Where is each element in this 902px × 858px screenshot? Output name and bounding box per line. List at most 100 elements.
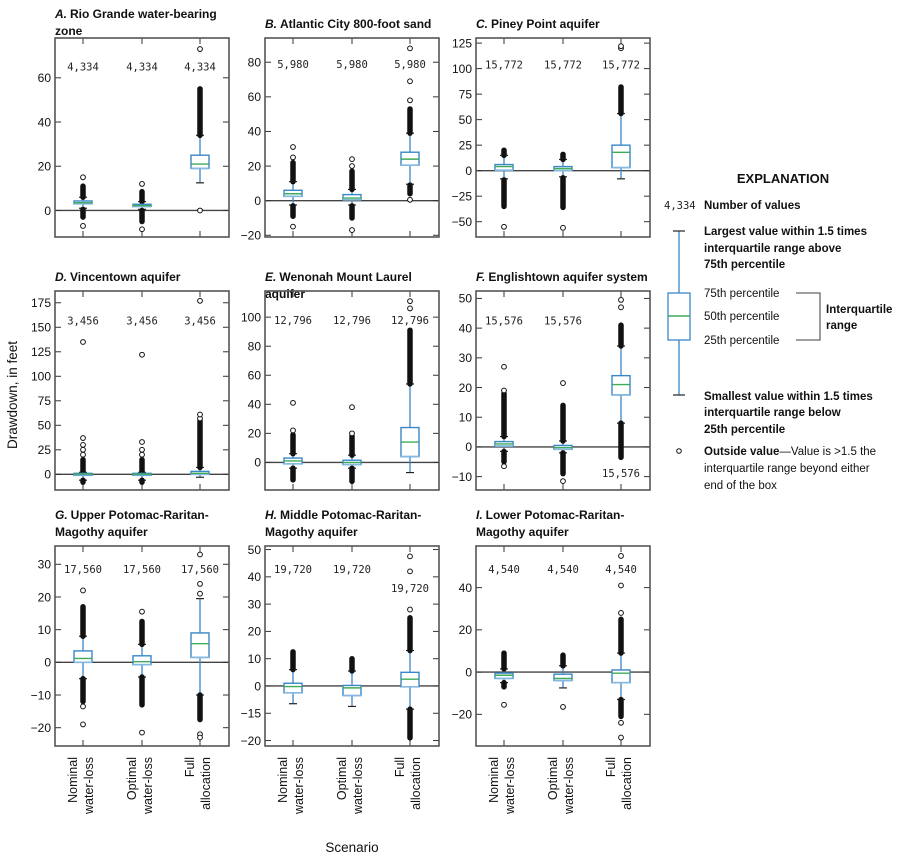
- outlier-point: [80, 174, 86, 181]
- y-tick-label: 100: [31, 370, 51, 384]
- outlier-point: [197, 581, 203, 587]
- box-0: 15,772: [485, 60, 523, 230]
- legend-outside-bold: Outside value: [704, 446, 779, 458]
- count-label: 5,980: [394, 59, 426, 71]
- legend-outlier-icon: [676, 448, 682, 454]
- y-tick-label: 0: [465, 164, 472, 178]
- outlier-point: [80, 721, 86, 728]
- count-label: 17,560: [123, 564, 161, 576]
- y-tick-label: 80: [248, 339, 262, 353]
- panel-letter: I.: [476, 508, 483, 522]
- y-tick-label: −25: [452, 189, 473, 203]
- panel-d: D.Vincentown aquifer02550751001251501753…: [31, 270, 230, 491]
- y-tick-label: 60: [38, 71, 52, 85]
- panel-title-text: Englishtown aquifer system: [488, 270, 647, 284]
- panel-title-text: Atlantic City 800-foot sand: [280, 17, 431, 31]
- legend-upper-2: interquartile range above: [704, 243, 841, 255]
- plot-frame: [54, 545, 230, 747]
- x-category-label: Nominal: [276, 757, 290, 803]
- y-tick-label: 25: [38, 443, 52, 457]
- outlier-point: [501, 463, 507, 470]
- count-label: 3,456: [67, 315, 99, 327]
- count-label: 15,576: [602, 468, 640, 480]
- outlier-point: [80, 223, 86, 229]
- panel-g: G.Upper Potomac-Raritan-Magothy aquifer−…: [31, 508, 230, 747]
- outlier-point: [407, 97, 413, 104]
- count-label: 17,560: [64, 564, 102, 576]
- count-label: 4,540: [488, 564, 520, 576]
- legend-p75: 75th percentile: [704, 288, 779, 300]
- outlier-point: [290, 399, 296, 406]
- outlier-point: [501, 363, 507, 370]
- panel-title: zone: [55, 24, 83, 38]
- legend-upper-3: 75th percentile: [704, 259, 785, 271]
- count-label: 15,576: [544, 316, 582, 328]
- count-label: 17,560: [181, 564, 219, 576]
- outlier-point: [139, 729, 145, 736]
- y-tick-label: −20: [31, 721, 52, 735]
- y-tick-label: 20: [38, 590, 52, 604]
- plot-frame: [475, 290, 651, 491]
- y-tick-label: −50: [452, 215, 473, 229]
- y-tick-label: 20: [248, 159, 262, 173]
- y-tick-label: 60: [248, 90, 262, 104]
- outlier-point: [80, 703, 86, 710]
- iqr-box: [342, 684, 362, 697]
- y-tick-label: 150: [31, 321, 51, 335]
- count-label: 19,720: [333, 564, 371, 576]
- y-tick-label: 20: [459, 623, 473, 637]
- outlier-point: [197, 207, 203, 214]
- y-tick-label: 0: [44, 204, 51, 218]
- panel-letter: B.: [265, 17, 277, 31]
- y-tick-label: 40: [248, 398, 262, 412]
- panel-letter: H.: [265, 508, 277, 522]
- panel-title: A.Rio Grande water-bearing: [54, 7, 217, 21]
- outlier-point: [197, 411, 203, 418]
- outlier-point: [618, 304, 624, 311]
- count-label: 12,796: [333, 315, 371, 327]
- x-category-label: Full: [183, 757, 197, 777]
- outlier-point: [139, 446, 145, 453]
- outlier-point: [197, 297, 203, 304]
- outlier-point: [407, 305, 413, 312]
- outlier-point: [80, 451, 86, 458]
- box-0: 4,540: [488, 564, 520, 708]
- count-label: 15,772: [485, 60, 523, 72]
- count-label: 15,772: [544, 60, 582, 72]
- panel-title: aquifer: [265, 287, 305, 301]
- iqr-box: [132, 655, 152, 666]
- outlier-point: [139, 226, 145, 233]
- y-tick-label: 60: [248, 369, 262, 383]
- y-tick-label: 100: [452, 62, 472, 76]
- x-category-label: water-loss: [82, 757, 96, 815]
- y-tick-label: −20: [241, 229, 262, 243]
- legend: EXPLANATION 4,334 Number of values Large…: [664, 171, 892, 492]
- outlier-point: [80, 446, 86, 453]
- y-tick-label: 80: [248, 56, 262, 70]
- outlier-point: [618, 582, 624, 589]
- y-tick-label: −15: [241, 707, 262, 721]
- count-label: 3,456: [126, 315, 158, 327]
- y-tick-label: 0: [254, 456, 261, 470]
- legend-iqr-bracket: [796, 292, 821, 341]
- outlier-point: [407, 568, 413, 575]
- outlier-point: [139, 608, 145, 615]
- x-category-label: Optimal: [125, 757, 139, 800]
- box-0: 12,796: [274, 315, 312, 483]
- outlier-point: [197, 734, 203, 741]
- outlier-point: [197, 46, 203, 52]
- outlier-point: [197, 590, 203, 597]
- y-tick-label: 40: [248, 570, 262, 584]
- box-2: 3,456: [184, 297, 216, 478]
- panel-a: A.Rio Grande water-bearingzone02040604,3…: [38, 7, 230, 238]
- y-tick-label: 10: [459, 411, 473, 425]
- outlier-point: [290, 154, 296, 161]
- x-category-label: water-loss: [503, 757, 517, 815]
- legend-iqr-1: Interquartile: [826, 304, 892, 316]
- outlier-point: [290, 144, 296, 150]
- y-tick-label: 30: [459, 351, 473, 365]
- plot-frame: [264, 290, 440, 491]
- box-0: 19,720: [274, 564, 312, 705]
- legend-outside-1: Outside value—Value is >1.5 the: [704, 446, 876, 458]
